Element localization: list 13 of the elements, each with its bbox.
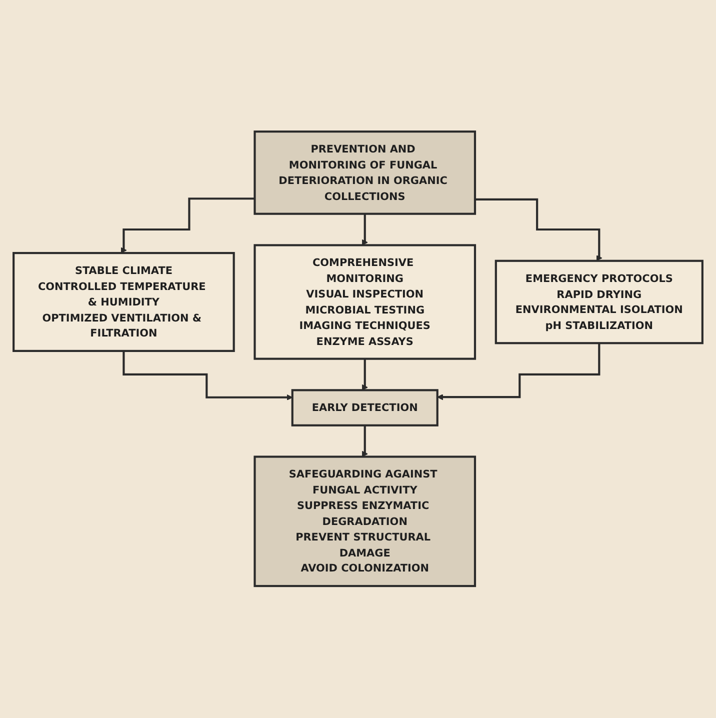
node-box: SAFEGUARDING AGAINST FUNGAL ACTIVITY SUPPRESS ENZYMATIC DEGRADATION PREVENT STRUCTURAL DAMAGE AVOID COLONIZATION bbox=[254, 456, 476, 588]
arrow bbox=[362, 358, 368, 391]
arrow bbox=[362, 212, 368, 246]
node-box: EMERGENCY PROTOCOLS RAPID DRYING ENVIRONMENTAL ISOLATION pH STABILIZATION bbox=[494, 260, 704, 344]
node-box: PREVENTION AND MONITORING OF FUNGAL DETERIORATION IN ORGANIC COLLECTIONS bbox=[254, 130, 476, 216]
arrow bbox=[122, 350, 293, 401]
arrow bbox=[120, 198, 255, 254]
arrow bbox=[437, 342, 600, 400]
node-box: STABLE CLIMATE CONTROLLED TEMPERATURE & HUMIDITY OPTIMIZED VENTILATION & FILTRATION bbox=[12, 252, 235, 352]
arrow bbox=[475, 198, 602, 262]
node-box: EARLY DETECTION bbox=[291, 389, 438, 427]
node-box: COMPREHENSIVE MONITORING VISUAL INSPECTION MICROBIAL TESTING IMAGING TECHNIQUES ENZYME ASSAYS bbox=[254, 244, 476, 360]
arrow bbox=[362, 424, 368, 458]
